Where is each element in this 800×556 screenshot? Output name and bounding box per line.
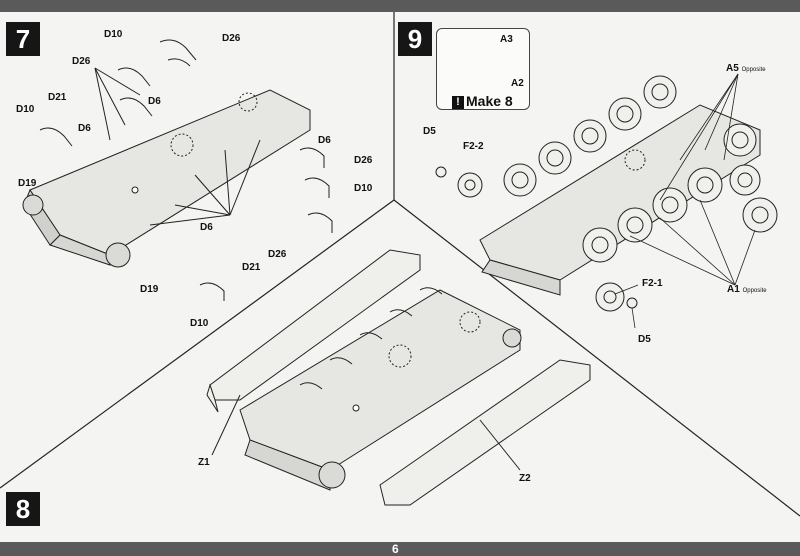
part-label-d10: D10 (354, 183, 373, 194)
a5-opposite-note: Opposite (741, 67, 766, 73)
part-label-d26: D26 (354, 155, 373, 166)
step7-arms (39, 39, 333, 301)
part-label-d6: D6 (78, 123, 91, 134)
step9-leaders (614, 73, 756, 329)
part-label-d21: D21 (242, 262, 261, 273)
part-label-d6: D6 (148, 96, 161, 107)
part-label-d26: D26 (222, 33, 241, 44)
part-label-a5: A5 Opposite (726, 63, 766, 76)
part-label-d26: D26 (72, 56, 91, 67)
part-label-a3: A3 (500, 34, 513, 45)
part-label-d5: D5 (638, 334, 651, 345)
step8-hull (239, 289, 522, 491)
a1-code: A1 (727, 284, 740, 295)
step-8-badge: 8 (6, 492, 40, 526)
step9-hull (479, 104, 761, 296)
step8-arms (211, 287, 521, 471)
part-label-z2: Z2 (519, 473, 531, 484)
step-7-badge: 7 (6, 22, 40, 56)
a1-opposite-note: Opposite (742, 288, 767, 294)
part-label-d10: D10 (190, 318, 209, 329)
step9-wheels (435, 75, 778, 312)
step8-side-plates (206, 249, 591, 506)
part-label-d10: D10 (104, 29, 123, 40)
make-8-text: Make 8 (466, 93, 513, 109)
step7-hull (22, 89, 311, 268)
part-label-f2-2: F2-2 (463, 141, 484, 152)
part-label-d19: D19 (18, 178, 37, 189)
part-label-a1: A1 Opposite (727, 284, 767, 297)
bottom-band (0, 542, 800, 556)
divider-right-diagonal (393, 199, 800, 517)
top-band (0, 0, 800, 12)
make-8-callout (436, 28, 530, 110)
part-label-d5: D5 (423, 126, 436, 137)
a5-code: A5 (726, 63, 739, 74)
part-label-d21: D21 (48, 92, 67, 103)
make-8-note: !Make 8 (452, 93, 513, 109)
part-label-z1: Z1 (198, 457, 210, 468)
part-label-a2: A2 (511, 78, 524, 89)
part-label-f2-1: F2-1 (642, 278, 663, 289)
part-label-d6: D6 (318, 135, 331, 146)
exclamation-icon: ! (452, 96, 464, 109)
part-label-d26: D26 (268, 249, 287, 260)
part-label-d10: D10 (16, 104, 35, 115)
divider-left-diagonal (0, 199, 395, 489)
part-label-d6: D6 (200, 222, 213, 233)
page-number: 6 (392, 542, 399, 556)
step-9-badge: 9 (398, 22, 432, 56)
part-label-d19: D19 (140, 284, 159, 295)
